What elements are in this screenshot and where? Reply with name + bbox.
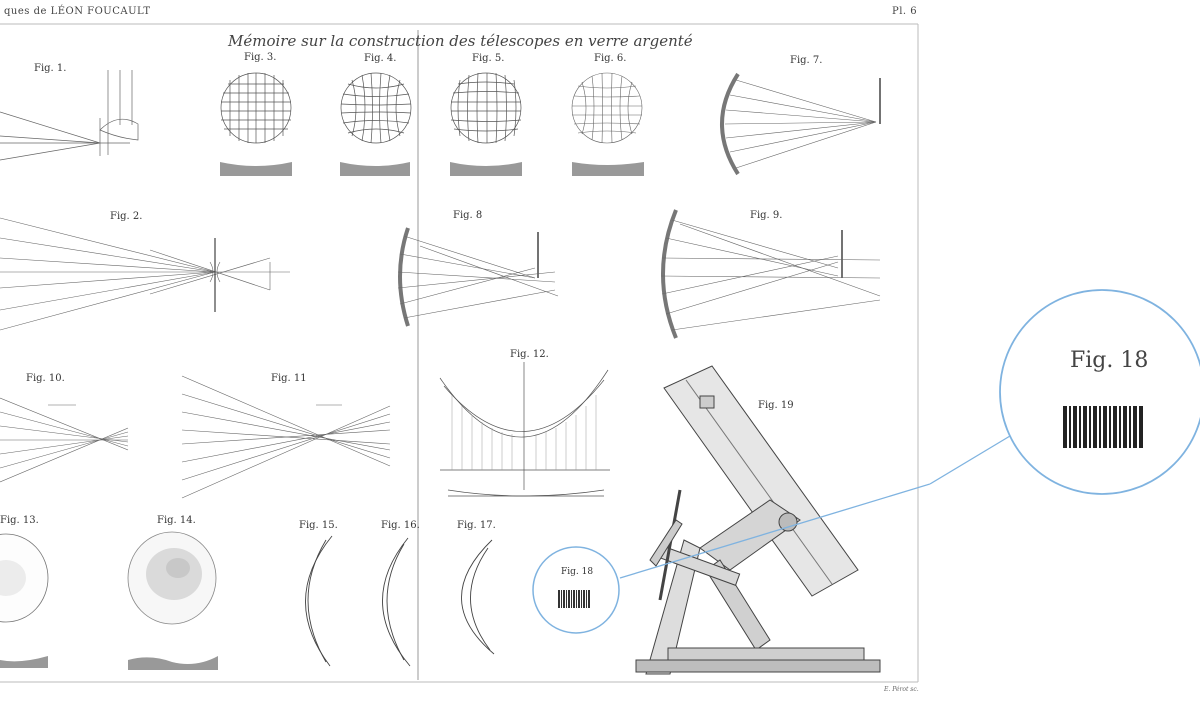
fig18-barcode-small [558,590,590,608]
fig18-label: Fig. 18 [561,567,594,577]
fig8-label: Fig. 8 [453,210,483,221]
zoom-fig18-label: Fig. 18 [1070,348,1149,373]
fig6-grid-disk [571,72,643,144]
fig3-mirror-profile [220,162,292,176]
fig9-label: Fig. 9. [750,210,783,221]
fig7-converging-rays [720,72,881,176]
fig15-label: Fig. 15. [299,520,338,531]
fig10-label: Fig. 10. [26,373,65,384]
plate-header-text: ques de LÉON FOUCAULT [4,6,151,17]
fig6-mirror-profile [572,162,644,176]
fig9-mirror-rays [660,209,881,339]
fig2-label: Fig. 2. [110,211,143,222]
fig3-label: Fig. 3. [244,52,277,63]
fig19-label: Fig. 19 [758,400,794,411]
fig8-mirror-rays [397,227,559,327]
fig13-mirror-profile [0,656,48,668]
fig13-label: Fig. 13. [0,515,39,526]
fig5-grid-disk [450,72,522,144]
fig4-label: Fig. 4. [364,53,397,64]
zoom-connector-line-ext [930,435,1011,485]
plate-title: Mémoire sur la construction des télescop… [228,32,693,50]
fig2-lens-rays [0,217,290,331]
fig17-label: Fig. 17. [457,520,496,531]
fig3-grid-disk [220,72,292,144]
fig1-label: Fig. 1. [34,63,67,74]
fig12-label: Fig. 12. [510,349,549,360]
fig5-label: Fig. 5. [472,53,505,64]
fig14-mirror-profile [128,656,218,670]
fig13-disk [0,533,49,623]
fig14-disk [127,531,217,625]
fig6-label: Fig. 6. [594,53,627,64]
fig4-mirror-profile [340,162,410,176]
fig14-label: Fig. 14. [157,515,196,526]
fig1-diagram [0,70,139,161]
plate-illustration [0,23,930,683]
fig10-caustic [0,397,129,483]
fig12-curve [439,362,610,497]
engraver-credit: E. Pérot sc. [884,686,919,693]
zoom-connector-line [619,483,930,579]
zoom-magnify-circle [999,289,1200,495]
zoom-overlay [930,289,1200,495]
fig15-17-curves [305,535,495,667]
fig5-mirror-profile [450,162,522,176]
fig18-barcode-large [1063,406,1143,448]
fig19-telescope [635,365,881,675]
fig11-label: Fig. 11 [271,373,307,384]
zoom-source-circle [532,546,620,634]
fig7-label: Fig. 7. [790,55,823,66]
fig11-caustic [181,375,391,499]
plate-number: Pl. 6 [892,6,918,17]
fig4-distorted-grid [340,72,412,144]
fig16-label: Fig. 16. [381,520,420,531]
